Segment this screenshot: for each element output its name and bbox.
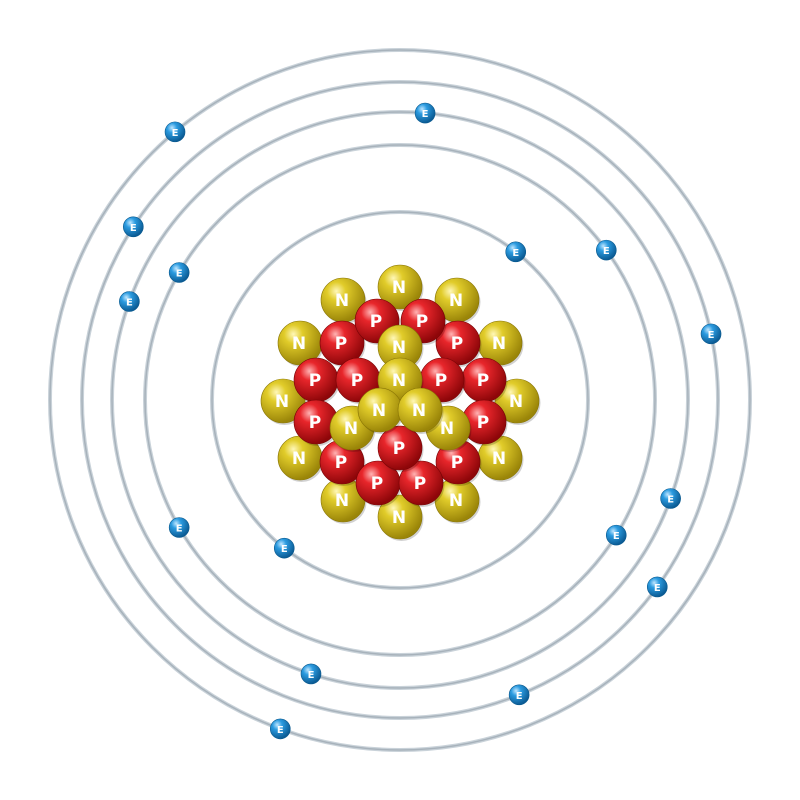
neutron: N xyxy=(377,264,424,311)
electron: E xyxy=(300,663,322,685)
neutron: N xyxy=(277,320,324,367)
orbit-5-line xyxy=(49,49,751,751)
orbit-4-line xyxy=(81,81,719,719)
proton: P xyxy=(435,439,482,486)
electron: E xyxy=(273,537,295,559)
electron: E xyxy=(119,291,140,312)
orbit-1-line xyxy=(211,211,589,589)
orbit-group xyxy=(48,48,752,752)
electron: E xyxy=(595,239,617,261)
neutron: N xyxy=(377,494,424,541)
electron: E xyxy=(646,576,668,598)
electron: E xyxy=(269,718,291,740)
electron: E xyxy=(168,262,190,283)
neutron: N xyxy=(397,387,444,434)
electron: E xyxy=(505,241,527,263)
electron: E xyxy=(660,488,681,509)
proton: P xyxy=(293,357,340,404)
electron: E xyxy=(123,216,144,238)
orbit-2-line xyxy=(144,144,656,656)
electron: E xyxy=(508,684,530,706)
electron: E xyxy=(414,102,436,124)
electron: E xyxy=(605,524,627,546)
orbit-3-line xyxy=(111,111,689,689)
electron: E xyxy=(168,517,190,538)
electron: E xyxy=(164,121,186,143)
electron: E xyxy=(700,323,722,345)
proton: P xyxy=(319,439,366,486)
